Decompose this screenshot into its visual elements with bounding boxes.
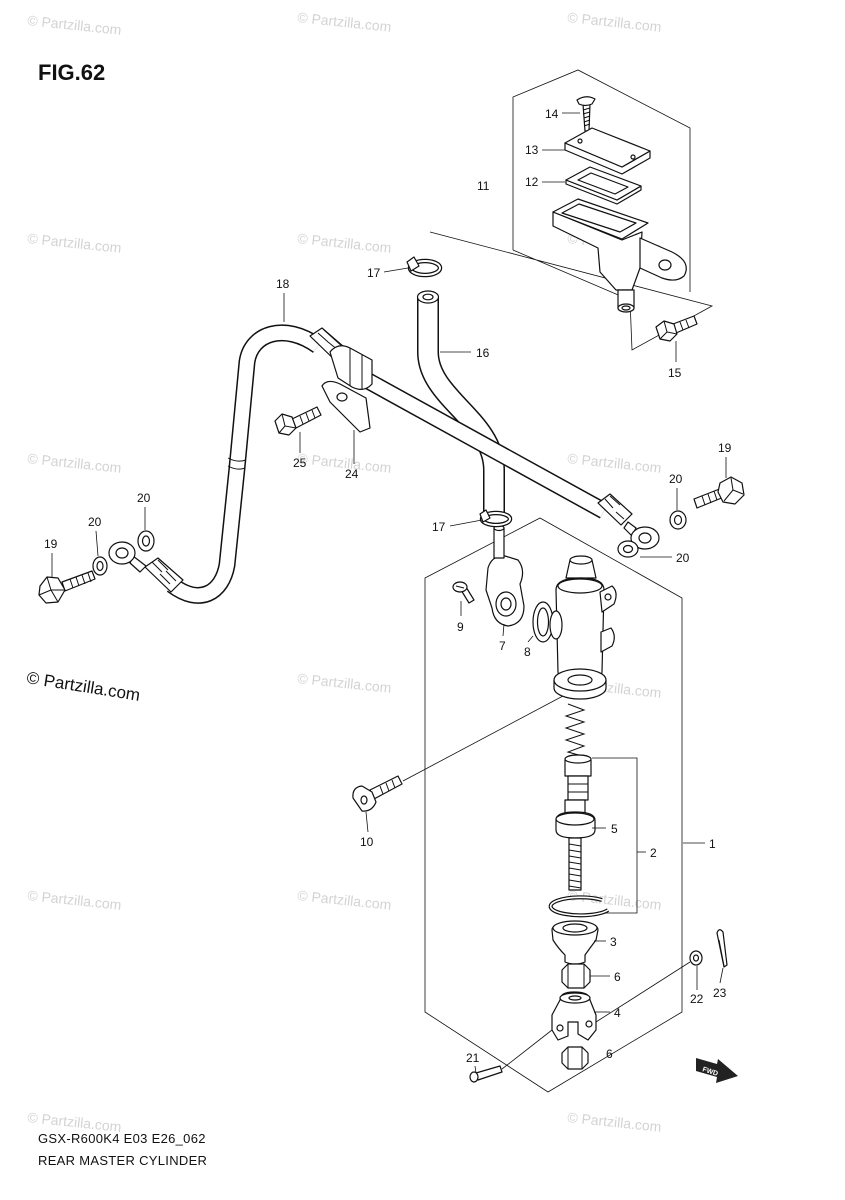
watermark: © Partzilla.com — [567, 450, 662, 476]
figure-code: GSX-R600K4 E03 E26_062 — [38, 1131, 206, 1146]
watermark: © Partzilla.com — [567, 887, 662, 913]
watermark: © Partzilla.com — [297, 9, 392, 35]
reservoir-gasket-12 — [565, 166, 642, 205]
callout-5: 5 — [611, 822, 618, 836]
o-ring-8 — [532, 601, 554, 643]
callout-9: 9 — [457, 620, 464, 634]
piston-assembly-2 — [564, 754, 592, 815]
washer-20-left-lower — [92, 556, 108, 576]
master-cylinder-body — [549, 555, 617, 700]
washer-22-guide-line — [595, 961, 691, 1023]
callout-14: 14 — [545, 107, 559, 121]
banjo-bolt-19-right — [693, 476, 745, 509]
nut-6-upper — [561, 963, 591, 989]
washer-20-right-upper — [669, 510, 687, 530]
boot-3 — [551, 920, 599, 965]
callout-16: 16 — [476, 346, 490, 360]
callout-2: 2 — [650, 846, 657, 860]
callouts: 14 13 12 11 17 18 16 15 25 24 19 20 20 2… — [44, 107, 732, 1065]
hose-clamp-24 — [321, 345, 373, 433]
reservoir-hose-16 — [416, 290, 505, 512]
banjo-bolt-19-left — [38, 570, 96, 604]
figure-title: FIG.62 — [38, 60, 105, 85]
watermark: © Partzilla.com — [27, 12, 122, 38]
callout-3: 3 — [610, 935, 617, 949]
washer-22 — [689, 950, 703, 966]
callout-25: 25 — [293, 456, 307, 470]
washer-20-right-lower — [617, 540, 639, 558]
hose-fitting-left — [129, 555, 184, 593]
reservoir-cover-13 — [564, 127, 651, 175]
callout-17-upper: 17 — [367, 266, 381, 280]
callout-18: 18 — [276, 277, 290, 291]
callout-20-right-upper: 20 — [669, 472, 683, 486]
callout-8: 8 — [524, 645, 531, 659]
callout-7: 7 — [499, 639, 506, 653]
bracket-2 — [592, 757, 638, 914]
reservoir-11 — [552, 198, 687, 313]
callout-11: 11 — [477, 179, 490, 193]
pin-21 — [469, 1065, 503, 1083]
watermark: © Partzilla.com — [27, 230, 122, 256]
nut-6-lower — [561, 1046, 589, 1070]
hose-clamp-17-upper — [406, 256, 443, 278]
callout-22: 22 — [690, 992, 704, 1006]
forward-arrow-icon: FWD — [696, 1058, 738, 1083]
push-rod-5 — [555, 811, 596, 891]
pin-21-guide-line — [501, 1029, 553, 1070]
callout-24: 24 — [345, 467, 359, 481]
callout-15: 15 — [668, 366, 682, 380]
banjo-fitting-left — [108, 541, 136, 565]
spring — [564, 703, 586, 757]
callout-20-left-upper: 20 — [137, 491, 151, 505]
callout-19-right: 19 — [718, 441, 732, 455]
watermark: © Partzilla.com — [27, 450, 122, 476]
callout-17-lower: 17 — [432, 520, 446, 534]
hose-fitting-right — [597, 493, 637, 537]
watermark: © Partzilla.com — [27, 887, 122, 913]
circlip — [548, 895, 610, 918]
banjo-fitting-right — [630, 526, 660, 550]
watermark: © Partzilla.com — [297, 670, 392, 696]
callout-4: 4 — [614, 1006, 621, 1020]
callout-1: 1 — [709, 837, 716, 851]
screw-14 — [576, 96, 596, 132]
callout-6-lower: 6 — [606, 1047, 613, 1061]
figure-name: REAR MASTER CYLINDER — [38, 1153, 207, 1168]
watermark: © Partzilla.com — [567, 1109, 662, 1135]
callout-10: 10 — [360, 835, 374, 849]
watermark: © Partzilla.com — [297, 230, 392, 256]
bolt-10-guide-line — [402, 687, 579, 782]
forward-label: FWD — [701, 1066, 718, 1078]
brake-hose-18 — [166, 324, 609, 604]
callout-13: 13 — [525, 143, 539, 157]
callout-6-upper: 6 — [614, 970, 621, 984]
leader-lines — [51, 112, 727, 1074]
callout-20-left-lower: 20 — [88, 515, 102, 529]
cotter-pin-23 — [716, 929, 728, 968]
group-outlines — [402, 69, 714, 1093]
watermark-large: © Partzilla.com — [25, 668, 141, 705]
callout-19-left: 19 — [44, 537, 58, 551]
master-cylinder-group-outline — [424, 517, 683, 1093]
bolt-25 — [274, 406, 322, 436]
washer-20-left-upper — [137, 530, 155, 552]
bolt-15 — [655, 315, 698, 342]
callout-20-right-lower: 20 — [676, 551, 690, 565]
union-7 — [485, 524, 525, 627]
callout-12: 12 — [525, 175, 539, 189]
callout-21: 21 — [466, 1051, 480, 1065]
hose-clamp-17-lower — [479, 509, 513, 528]
callout-23: 23 — [713, 986, 727, 1000]
watermark: © Partzilla.com — [567, 9, 662, 35]
bolt-10 — [352, 775, 403, 812]
watermark: © Partzilla.com — [297, 887, 392, 913]
clevis-4 — [551, 991, 597, 1041]
bolt-9 — [452, 581, 475, 604]
